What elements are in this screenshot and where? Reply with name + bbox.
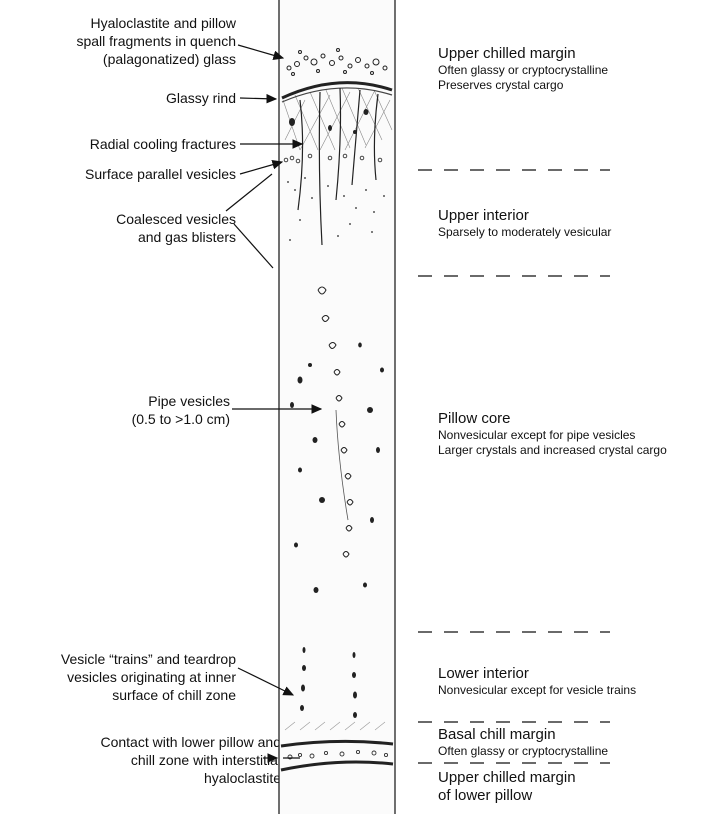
column-background <box>279 0 395 814</box>
line-coalesced-b <box>234 224 273 268</box>
zone-boundaries <box>418 170 610 763</box>
line-coalesced-a <box>226 174 272 211</box>
arrow-glassy-rind <box>240 98 276 99</box>
arrow-surface-vesicles <box>240 162 282 174</box>
arrow-hyaloclastite <box>238 45 283 58</box>
